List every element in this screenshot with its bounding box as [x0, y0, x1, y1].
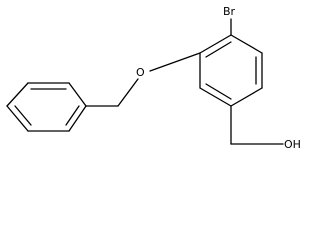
central-ring	[199, 34, 263, 107]
ether-oxygen-label: O	[136, 66, 145, 79]
phenyl-ring	[6, 82, 87, 132]
o-ch2-bond	[117, 78, 139, 107]
structure-diagram: Br OH O	[0, 0, 321, 154]
bromine-label: Br	[223, 5, 236, 18]
hydroxyl-label: OH	[284, 138, 301, 151]
canvas-background	[0, 0, 321, 154]
ring-o-bond	[149, 52, 201, 72]
